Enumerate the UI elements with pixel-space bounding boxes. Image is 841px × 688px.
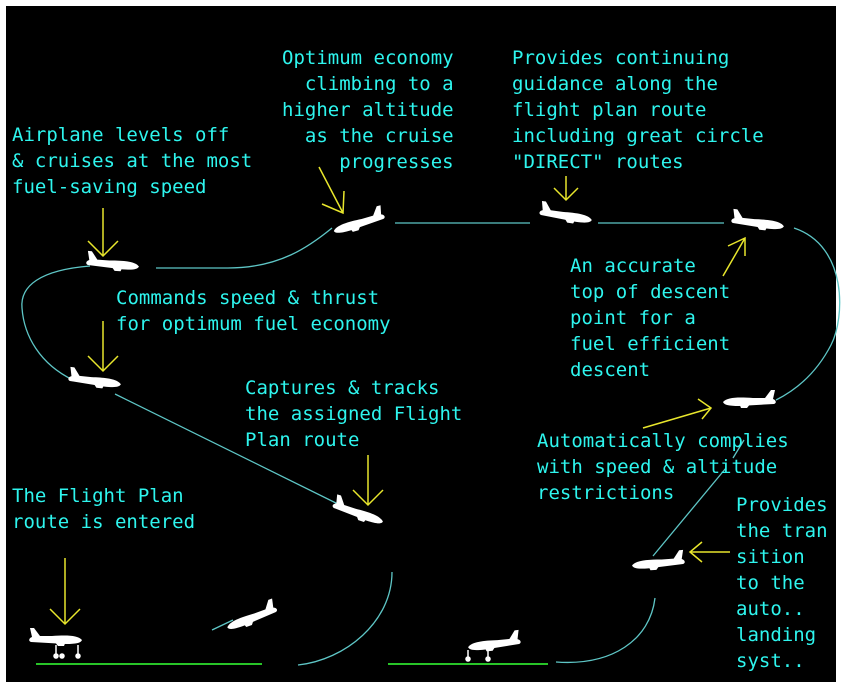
path-climb-turn xyxy=(21,265,91,381)
path-descent-lower xyxy=(652,467,727,557)
airplane-takeoff xyxy=(223,598,280,634)
label-continuing-guidance: Provides continuing guidance along the f… xyxy=(512,47,764,173)
label-complies-restrictions: Automatically complies with speed & alti… xyxy=(537,430,789,504)
path-departure-turn xyxy=(297,571,393,666)
airplane-on-runway-departure xyxy=(29,628,82,646)
label-transition-landing: Provides the tran sition to the auto.. l… xyxy=(736,494,828,672)
path-final-approach xyxy=(555,597,656,664)
arrow-optimum-climb xyxy=(318,166,345,215)
airplane-approach xyxy=(631,549,686,572)
arrow-route-entered xyxy=(49,558,81,626)
path-descent xyxy=(732,439,745,459)
airplane-capture-route xyxy=(330,494,387,528)
path-top-of-descent xyxy=(775,227,841,401)
diagram-background xyxy=(6,6,836,682)
airplane-on-runway-arrival xyxy=(466,629,522,654)
path-takeoff-climb xyxy=(211,619,234,631)
arrow-continuing-guidance xyxy=(553,176,579,202)
path-capture-route xyxy=(114,393,343,507)
label-optimum-climb: Optimum economy climbing to a higher alt… xyxy=(282,47,454,173)
flight-path-lines xyxy=(21,222,841,666)
label-commands-speed: Commands speed & thrust for optimum fuel… xyxy=(116,287,391,335)
airplanes xyxy=(29,200,786,662)
airplane-descent xyxy=(723,390,776,408)
airplane-level-cruise xyxy=(85,250,140,273)
label-captures-route: Captures & tracks the assigned Flight Pl… xyxy=(245,377,463,451)
landing-gear-departure xyxy=(53,645,81,659)
airplane-optimum-climb xyxy=(330,204,387,237)
arrow-levels-off xyxy=(87,208,119,258)
airplane-cruise-direct xyxy=(538,200,594,227)
label-levels-off: Airplane levels off & cruises at the mos… xyxy=(12,124,253,198)
airplane-commands-speed xyxy=(67,366,123,391)
path-level-cruise xyxy=(156,227,333,269)
pointer-arrows xyxy=(49,166,746,626)
airplane-top-of-descent xyxy=(730,208,786,233)
arrow-transition xyxy=(688,541,730,563)
arrow-top-of-descent xyxy=(722,236,746,277)
arrow-captures-route xyxy=(352,455,384,507)
label-top-of-descent: An accurate top of descent point for a f… xyxy=(570,255,731,381)
arrow-complies xyxy=(642,398,713,429)
label-route-entered: The Flight Plan route is entered xyxy=(12,485,196,533)
arrow-commands-speed xyxy=(87,321,119,373)
landing-gear-arrival xyxy=(465,650,491,662)
